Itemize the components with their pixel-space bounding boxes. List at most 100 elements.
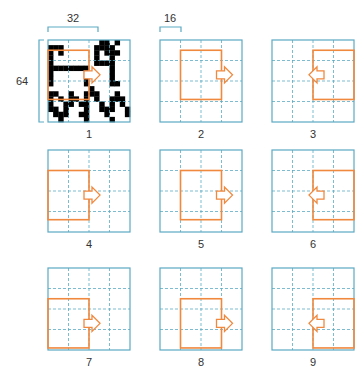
- shift-arrow: [217, 315, 233, 331]
- panel-number: 3: [310, 128, 316, 141]
- pixel: [110, 55, 115, 60]
- grid-panel: [160, 268, 242, 350]
- pixel: [99, 102, 104, 107]
- grid-line: [109, 150, 110, 232]
- pixel: [79, 112, 84, 117]
- window-box: [48, 50, 89, 99]
- panel-number: 1: [86, 128, 92, 141]
- pixel: [94, 91, 99, 96]
- pixel: [115, 50, 120, 55]
- grid-panel: [48, 150, 130, 232]
- grid-line: [160, 211, 242, 212]
- pixel: [115, 96, 120, 101]
- pixel: [84, 102, 89, 107]
- pixel: [99, 61, 104, 66]
- pixel: [84, 107, 89, 112]
- pixel: [48, 61, 53, 66]
- grid-panel: [160, 40, 242, 122]
- pixel: [48, 81, 53, 86]
- grid-panel: [272, 268, 354, 350]
- pixel: [48, 66, 53, 71]
- grid-line: [160, 329, 242, 330]
- pixel: [99, 40, 104, 45]
- grid-line: [160, 101, 242, 102]
- pixel: [110, 107, 115, 112]
- grid-line: [272, 101, 354, 102]
- pixel: [99, 45, 104, 50]
- pixel: [110, 50, 115, 55]
- dimension-label: 64: [16, 75, 28, 88]
- pixel: [115, 81, 120, 86]
- shift-arrow: [309, 187, 324, 203]
- panel-number: 4: [86, 238, 92, 251]
- pixel: [89, 91, 94, 96]
- grid-border: [272, 268, 354, 350]
- grid-panel: [272, 40, 354, 122]
- pixel: [48, 102, 53, 107]
- pixel: [53, 112, 58, 117]
- window-box: [181, 171, 222, 220]
- pixel: [79, 102, 84, 107]
- pixel: [110, 61, 115, 66]
- pixel: [48, 55, 53, 60]
- dimension-label: 16: [164, 12, 176, 25]
- pixel: [94, 55, 99, 60]
- grid-line: [160, 309, 242, 310]
- pixel: [104, 112, 109, 117]
- pixel: [110, 76, 115, 81]
- panel-number: 5: [198, 238, 204, 251]
- grid-border: [160, 268, 242, 350]
- grid-line: [48, 101, 130, 102]
- panel-number: 2: [198, 128, 204, 141]
- pixel: [58, 112, 63, 117]
- window-box: [48, 171, 89, 220]
- pixel: [48, 91, 53, 96]
- shift-arrow: [84, 315, 100, 331]
- pixel: [48, 50, 53, 55]
- panel-number: 8: [198, 356, 204, 369]
- shift-arrow: [309, 315, 324, 331]
- pixel: [104, 40, 109, 45]
- pixel: [110, 96, 115, 101]
- stride-bracket: [160, 27, 181, 32]
- pixel: [48, 107, 53, 112]
- pixel: [120, 102, 125, 107]
- shift-arrow: [84, 67, 100, 83]
- pixel: [120, 96, 125, 101]
- grid-border: [272, 150, 354, 232]
- pixel: [104, 61, 109, 66]
- grid-border: [272, 40, 354, 122]
- shift-arrow: [217, 67, 233, 83]
- grid-panel: [48, 40, 130, 122]
- pixel: [63, 107, 68, 112]
- pixel: [53, 107, 58, 112]
- grid-line: [160, 191, 242, 192]
- shift-arrow: [217, 187, 233, 203]
- window-box: [181, 299, 222, 348]
- dimension-label: 32: [67, 12, 79, 25]
- pixel: [115, 91, 120, 96]
- grid-line: [160, 81, 242, 82]
- grid-border: [48, 268, 130, 350]
- pixel: [94, 50, 99, 55]
- pixel: [89, 86, 94, 91]
- pixel: [110, 102, 115, 107]
- grid-panel: [160, 150, 242, 232]
- panel-number: 9: [310, 356, 316, 369]
- pixel: [94, 45, 99, 50]
- pixel: [74, 66, 79, 71]
- grid-border: [160, 150, 242, 232]
- grid-line: [109, 268, 110, 350]
- grid-border: [160, 40, 242, 122]
- pixel: [110, 81, 115, 86]
- pixel: [84, 112, 89, 117]
- pixel: [69, 66, 74, 71]
- pixel: [63, 66, 68, 71]
- height-bracket: [39, 40, 44, 122]
- pixel: [94, 61, 99, 66]
- pixel: [110, 66, 115, 71]
- window-box: [48, 299, 89, 348]
- shift-arrow: [309, 67, 324, 83]
- grid-border: [48, 40, 130, 122]
- pixel: [69, 91, 74, 96]
